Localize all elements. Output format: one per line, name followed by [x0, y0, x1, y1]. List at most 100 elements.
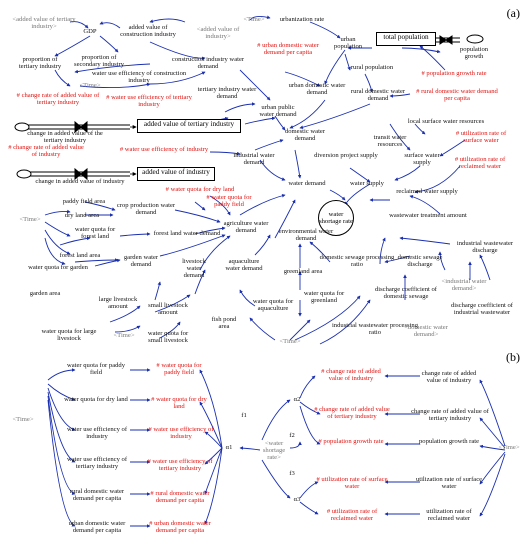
node-domestic-demand-shadow: <domestic water demand>: [404, 324, 448, 339]
node-industrial-wastewater-ratio: industrial wastewater processing ratio: [331, 322, 419, 337]
node-dry-land-area: dry land area: [64, 212, 100, 219]
node-b-shortage: <water shortage rate>: [262, 440, 286, 462]
node-b-f2: f2: [289, 432, 295, 439]
node-reclaimed-supply: reclaimed water supply: [396, 188, 458, 195]
node-water-quota-greenland: water quota for greenland: [303, 290, 345, 305]
node-domestic-sewage-discharge: domestic sewage discharge: [397, 254, 443, 269]
node-large-livestock-amount: large livestock amount: [98, 296, 138, 311]
node-b-time-left: <Time>: [12, 416, 34, 423]
node-b-f3: f3: [289, 470, 295, 477]
node-b-alpha1: α1: [225, 444, 233, 451]
stock-total-population: total population: [376, 32, 436, 46]
node-industrial-demand-shadow: <industrial water demand>: [441, 278, 487, 293]
node-utilization-surface: # utilization rate of surface water: [455, 130, 507, 145]
node-livestock-water-demand: livestock water demand: [182, 258, 206, 280]
node-water-quota-small: water quota for small livestock: [147, 330, 189, 345]
node-b-red-wue-ter: # water use efficiency of tertiary indus…: [147, 458, 213, 473]
node-proportion-secondary: proportion of secondary industry: [74, 54, 124, 69]
node-gdp: GDP: [83, 28, 97, 35]
node-industrial-wastewater-discharge: industrial wastewater discharge: [456, 240, 514, 255]
node-wue-tertiary: # water use efficiency of tertiary indus…: [106, 94, 192, 109]
node-b-recl: utilization rate of reclaimed water: [426, 508, 472, 523]
node-construction-water-demand: construction industry water demand: [171, 56, 245, 71]
node-time-3: <Time>: [19, 216, 41, 223]
node-water-quota-dry: # water quota for dry land: [165, 186, 235, 193]
node-greenland-area: greenland area: [283, 268, 323, 275]
node-b-red-recl: # utilization rate of reclaimed water: [326, 508, 378, 523]
node-urban-domestic-quota: # urban domestic water demand per capita: [257, 42, 319, 57]
node-aquaculture-water-demand: aquaculture water demand: [225, 258, 263, 273]
node-water-quota-forest: water quota for forest land: [74, 226, 116, 241]
node-industrial-water-demand: industrial water demand: [233, 152, 275, 167]
node-b-dry: water quota for dry land: [64, 396, 128, 403]
node-tertiary-water-demand: tertiary industry water demand: [197, 86, 257, 101]
node-b-red-urban: # urban domestic water demand per capita: [149, 520, 211, 535]
node-b-wue-ind: water use efficiency of industry: [66, 426, 128, 441]
node-b-red-pop: # population growth rate: [318, 438, 384, 445]
node-b-time-right: <Time>: [498, 444, 520, 451]
node-change-rate-industry: # change rate of added value of industry: [8, 144, 84, 159]
node-urban-public-demand: urban public water demand: [259, 104, 297, 119]
node-b-red-dry: # water quota for dry land: [151, 396, 207, 411]
panel-a-label: (a): [506, 6, 520, 20]
node-rural-domestic-demand: rural domestic water demand: [350, 88, 406, 103]
node-rural-domestic-quota: # rural domestic water demand per capita: [416, 88, 498, 103]
node-environmental-demand: environmental water demand: [278, 228, 334, 243]
node-population-growth: population growth: [459, 46, 489, 61]
node-proportion-tertiary: proportion of tertiary industry: [18, 56, 62, 71]
node-b-red-rural: # rural domestic water demand per capita: [150, 490, 210, 505]
node-time-2: <Time>: [79, 82, 101, 89]
node-discharge-coef-industrial: discharge coefficient of industrial wast…: [450, 302, 513, 317]
node-b-red-surf: # utilization rate of surface water: [316, 476, 388, 491]
node-fish-pond-area: fish pond area: [211, 316, 237, 331]
node-time-4: <Time>: [113, 332, 135, 339]
node-forest-water-demand: forest land water demand: [153, 230, 221, 237]
node-small-livestock-amount: small livestock amount: [148, 302, 188, 317]
node-change-rate-tertiary: # change rate of added value of tertiary…: [16, 92, 100, 107]
node-urbanization-rate: urbanization rate: [279, 16, 325, 23]
node-b-alpha3: α3: [293, 496, 301, 503]
node-time-5: <Time>: [279, 338, 301, 345]
node-water-supply: water supply: [350, 180, 384, 187]
node-population-growth-rate: # population growth rate: [421, 70, 487, 77]
node-shortage-rate: water shortage rate: [318, 200, 354, 236]
node-domestic-water-demand: domestic water demand: [284, 128, 326, 143]
node-b-red-paddy: # water quota for paddy field: [156, 362, 202, 377]
node-garden-water-demand: garden water demand: [123, 254, 159, 269]
node-paddy-area: paddy field area: [62, 198, 106, 205]
node-b-urban: urban domestic water demand per capita: [68, 520, 126, 535]
node-rural-population: rural population: [350, 64, 394, 71]
node-added-value-tertiary-shadow: <added value of tertiary industry>: [12, 16, 76, 31]
node-urban-population: urban population: [333, 36, 363, 51]
node-wue-construction: water use efficiency of construction ind…: [91, 70, 187, 85]
node-domestic-sewage-ratio: domestic sewage processing ratio: [319, 254, 395, 269]
node-utilization-reclaimed: # utilization rate of reclaimed water: [454, 156, 506, 171]
node-water-quota-paddy: # water quota for paddy field: [206, 194, 252, 209]
node-b-surf: utilization rate of surface water: [415, 476, 483, 491]
node-b-cr-ter: change rate of added value of tertiary i…: [411, 408, 489, 423]
node-b-f1: f1: [241, 412, 247, 419]
node-diversion-supply: diversion project supply: [314, 152, 378, 159]
node-b-wue-ter: water use efficiency of tertiary industr…: [66, 456, 128, 471]
node-added-value-construction: added value of construction industry: [120, 24, 176, 39]
node-garden-area: garden area: [29, 290, 61, 297]
node-b-red-cr-ter: # change rate of added value of tertiary…: [314, 406, 390, 421]
node-agri-water-demand: agriculture water demand: [223, 220, 269, 235]
node-added-value-industry-shadow: <added value of industry>: [196, 26, 240, 41]
node-wue-industry: # water use efficiency of industry: [119, 146, 209, 153]
node-local-surface-resources: local surface water resources: [407, 118, 485, 125]
node-b-alpha2: α2: [293, 396, 301, 403]
stock-added-value-tertiary: added value of tertiary industry: [137, 119, 241, 133]
node-water-quota-aquaculture: water quota for aquaculture: [252, 298, 294, 313]
node-b-pop: population growth rate: [418, 438, 480, 445]
node-forest-area: forest land area: [59, 252, 101, 259]
stock-added-value-industry: added value of industry: [137, 167, 215, 181]
node-wastewater-amount: wastewater treatment amount: [389, 212, 467, 219]
node-b-cr-ind: change rate of added value of industry: [421, 370, 477, 385]
node-water-quota-garden: water quota for garden: [28, 264, 88, 271]
node-surface-supply: surface water supply: [404, 152, 440, 167]
node-crop-water-demand: crop production water demand: [116, 202, 176, 217]
node-water-demand: water demand: [288, 180, 326, 187]
node-transit-resources: transit water resources: [373, 134, 407, 149]
